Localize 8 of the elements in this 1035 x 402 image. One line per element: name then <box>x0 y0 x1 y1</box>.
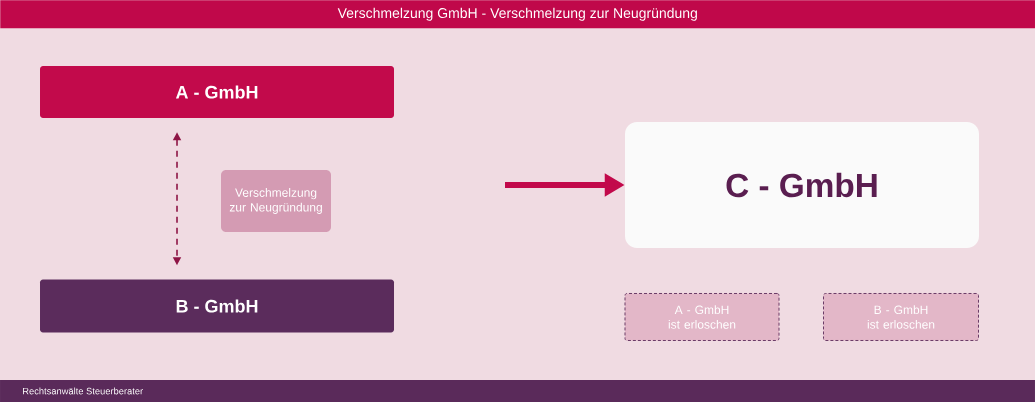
title-bar: Verschmelzung GmbH - Verschmelzung zur Neugründung <box>0 0 1035 29</box>
company-box: A - GmbH <box>40 66 394 118</box>
process-box: Verschmelzung zur Neugründung <box>221 170 331 232</box>
company-box: B - GmbH <box>40 279 394 333</box>
status-box: B - GmbH ist erloschen <box>823 293 979 341</box>
company-box: C - GmbH <box>625 122 979 248</box>
status-box: A - GmbH ist erloschen <box>624 293 780 341</box>
footer-text: Rechtsanwälte Steuerberater <box>23 387 143 395</box>
